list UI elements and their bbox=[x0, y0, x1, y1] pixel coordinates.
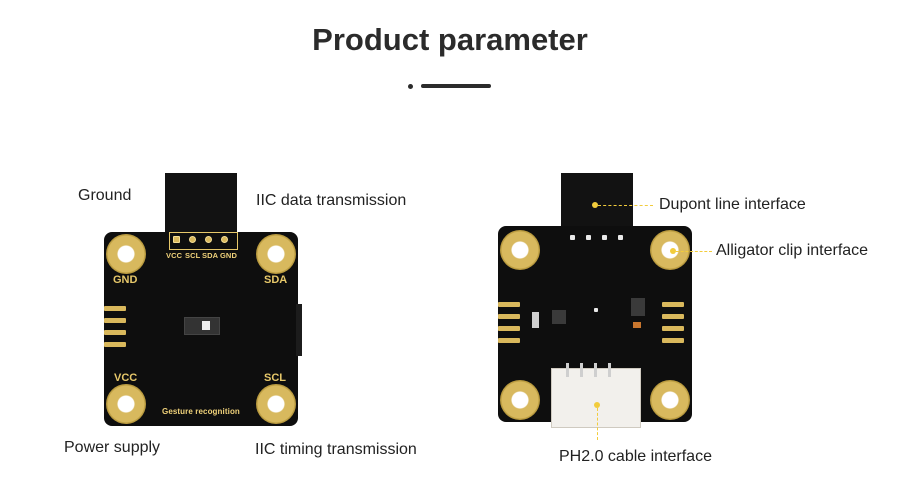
pin-label-vcc: VCC bbox=[166, 251, 183, 260]
edge-pad-3 bbox=[104, 330, 126, 335]
header-pin-scl bbox=[189, 236, 196, 243]
alligator-marker bbox=[670, 248, 676, 254]
component-ic bbox=[631, 298, 645, 316]
ph20-pin-4 bbox=[608, 363, 611, 377]
header-pin-gnd bbox=[221, 236, 228, 243]
scl-pad bbox=[256, 384, 296, 424]
pin-label-scl: SCL bbox=[185, 251, 201, 260]
pad-bottom-left bbox=[500, 380, 540, 420]
module-name-silk: Gesture recognition bbox=[162, 407, 240, 416]
ph20-pin-3 bbox=[594, 363, 597, 377]
edge-pad-right-4 bbox=[662, 338, 684, 343]
side-connector bbox=[296, 304, 302, 356]
title-decoration-bar bbox=[421, 84, 491, 88]
ph20-pin-2 bbox=[580, 363, 583, 377]
iic-timing-label: IIC timing transmission bbox=[255, 441, 417, 458]
header-pin-sda bbox=[205, 236, 212, 243]
center-via bbox=[594, 308, 598, 312]
edge-pad-right-2 bbox=[662, 314, 684, 319]
dupont-marker bbox=[592, 202, 598, 208]
dupont-label: Dupont line interface bbox=[659, 196, 806, 213]
header-outline bbox=[169, 232, 238, 250]
edge-pad-left-2 bbox=[498, 314, 520, 319]
component-diode bbox=[532, 312, 539, 328]
left-top-connector bbox=[165, 173, 237, 235]
alligator-label: Alligator clip interface bbox=[716, 242, 869, 259]
ph20-connector bbox=[551, 363, 641, 428]
edge-pad-1 bbox=[104, 306, 126, 311]
header-via-1 bbox=[570, 235, 575, 240]
power-supply-label: Power supply bbox=[64, 439, 161, 456]
header-via-3 bbox=[602, 235, 607, 240]
header-via-4 bbox=[618, 235, 623, 240]
title-decoration-dot bbox=[408, 84, 413, 89]
gnd-pad bbox=[106, 234, 146, 274]
pad-top-left bbox=[500, 230, 540, 270]
ph20-pin-1 bbox=[566, 363, 569, 377]
ph20-leader bbox=[597, 408, 598, 440]
edge-pad-left-3 bbox=[498, 326, 520, 331]
sensor-window bbox=[202, 321, 210, 330]
left-board: GND SDA VCC SCL VCC SCL SDA GND Gesture … bbox=[104, 232, 302, 426]
edge-pad-right-1 bbox=[662, 302, 684, 307]
gnd-silk: GND bbox=[113, 274, 138, 286]
ph20-label: PH2.0 cable interface bbox=[559, 448, 712, 465]
sda-silk: SDA bbox=[264, 274, 288, 286]
ph20-marker bbox=[594, 402, 600, 408]
edge-pad-4 bbox=[104, 342, 126, 347]
ground-label: Ground bbox=[78, 187, 132, 204]
iic-data-label: IIC data transmission bbox=[256, 192, 407, 209]
vcc-silk: VCC bbox=[114, 372, 138, 384]
sda-pad bbox=[256, 234, 296, 274]
edge-pad-left-1 bbox=[498, 302, 520, 307]
pin-label-gnd: GND bbox=[220, 251, 237, 260]
vcc-pad bbox=[106, 384, 146, 424]
scl-silk: SCL bbox=[264, 372, 286, 384]
pad-bottom-right bbox=[650, 380, 690, 420]
component-transistor bbox=[552, 310, 566, 324]
pin-label-sda: SDA bbox=[202, 251, 219, 260]
component-resistor bbox=[633, 322, 641, 328]
header-via-2 bbox=[586, 235, 591, 240]
edge-pad-left-4 bbox=[498, 338, 520, 343]
edge-pad-right-3 bbox=[662, 326, 684, 331]
page-title: Product parameter bbox=[312, 22, 588, 57]
alligator-leader bbox=[676, 251, 712, 252]
gesture-sensor bbox=[184, 317, 220, 335]
edge-pad-2 bbox=[104, 318, 126, 323]
dupont-leader bbox=[598, 205, 653, 206]
header-pin-vcc bbox=[173, 236, 180, 243]
right-board bbox=[498, 226, 692, 422]
